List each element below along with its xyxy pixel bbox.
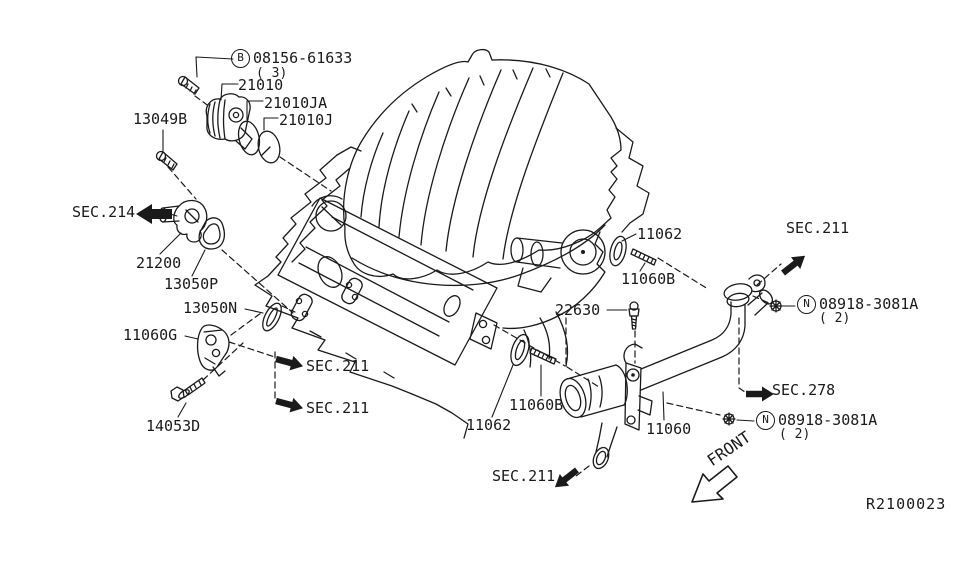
bolt-14053d [170,377,206,402]
stud-11060b-bottom [529,347,557,365]
diagram-ref-code: R2100023 [866,495,947,513]
thermostat-housing-21200 [158,199,208,243]
pipe-bracket [624,362,642,431]
gasket-13050p [198,217,226,250]
label-21010j: 21010J [279,111,334,129]
plenum-collar [351,224,606,287]
qty-08918-lower: ( 2) [779,427,811,442]
callout-nut-lower: N 08918-3081A [756,411,877,430]
gasket-11062-bottom [510,333,530,367]
sec278-arrow-icon [746,386,774,402]
gasket-11062-right [609,235,627,267]
label-14053d: 14053D [146,417,201,435]
sec211-left-arrow-1-icon [275,355,304,371]
label-sec-211-left-2: SEC.211 [306,399,370,417]
label-21010: 21010 [238,76,284,94]
intake-plenum [342,48,622,280]
plenum-right-edge [615,127,650,233]
label-21010ja: 21010JA [264,94,328,112]
leader-lines [159,56,796,422]
sec211-right-arrow-icon [781,255,806,276]
valve-cover [277,195,498,366]
section-arrows [136,204,806,488]
front-cover-edges [254,146,362,286]
label-sec-214: SEC.214 [72,203,136,221]
label-13050p: 13050P [164,275,219,293]
part-number-08918-upper: 08918-3081A [819,295,919,314]
sec214-arrow-icon [136,204,172,224]
label-11062-right: 11062 [637,225,683,243]
part-number-08918-lower: 08918-3081A [778,411,878,430]
sec211-bottom-arrow-icon [554,467,579,488]
throttle-body [510,229,606,293]
label-11060b-bottom: 11060B [509,396,564,414]
sensor-22630 [628,301,640,330]
label-11060b-right: 11060B [621,270,676,288]
o-ring-21010ja [237,120,261,156]
intake-runners [360,67,564,260]
qty-08918-upper: ( 2) [819,311,851,326]
part-number-08156: 08156-61633 [253,49,353,68]
label-sec-211-bottom: SEC.211 [492,467,556,485]
o-ring-21010j [257,130,281,164]
front-arrow-icon [691,465,738,503]
label-sec-211-right: SEC.211 [786,219,850,237]
bolt-08156 [177,75,200,95]
label-22630: 22630 [555,301,601,319]
water-pipe-11060 [559,274,774,470]
badge-n-upper-icon: N [797,295,816,314]
callout-nut-upper: N 08918-3081A [797,295,918,314]
qty-08156: ( 3) [256,66,288,81]
label-sec-211-left-1: SEC.211 [306,357,370,375]
water-pump-21010 [205,93,253,150]
label-13050n: 13050N [183,299,238,317]
water-inlet-11060g [196,324,230,377]
label-21200: 21200 [136,254,182,272]
label-11062-bottom: 11062 [466,416,512,434]
label-sec-278: SEC.278 [772,381,836,399]
nut-lower [722,412,736,426]
label-11060: 11060 [646,420,692,438]
bell-housing-curves [523,311,569,368]
badge-n-lower-icon: N [756,411,775,430]
engine-right-edge [502,231,606,330]
engine-assembly [254,48,650,439]
sec211-left-arrow-2-icon [275,397,304,413]
engine-flange-13050n [290,293,313,322]
engine-flange-upper [341,277,363,305]
nut-upper [769,299,783,313]
engine-flange-water-pipe [469,312,498,350]
badge-b-icon: B [231,49,250,68]
stud-11060b-right [630,248,657,266]
bolt-13049b [155,150,178,171]
label-11060g: 11060G [123,326,178,344]
label-13049b: 13049B [133,110,188,128]
gasket-13050n [262,302,282,332]
callout-bolt-08156: B 08156-61633 [231,49,352,68]
